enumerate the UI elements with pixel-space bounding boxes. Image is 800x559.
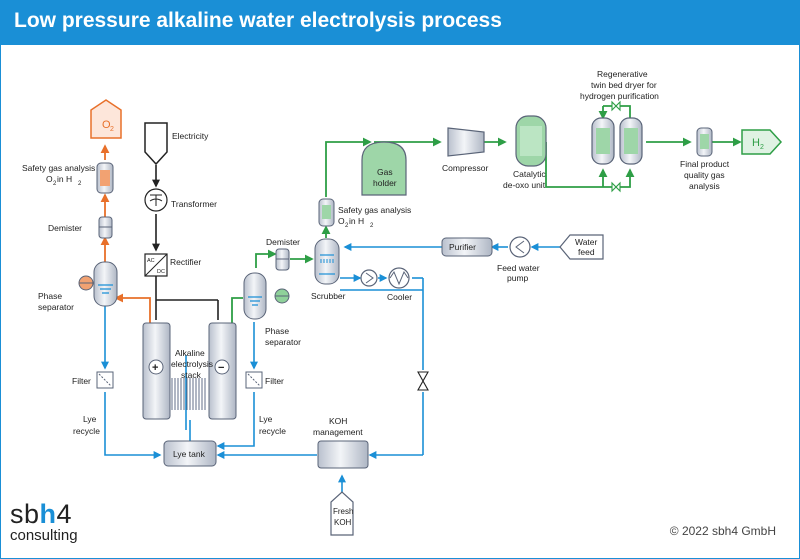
purifier: Purifier [441,237,493,257]
brand-logo: sbh4 consulting [10,499,78,544]
valve-icon [417,371,429,391]
filter-left: Filter Lye recycle [72,371,114,436]
safety-o2-line1: Safety gas analysis [22,163,95,173]
dryer-l2: twin bed dryer for [591,80,657,90]
rectifier-icon: AC DC Rectifier [144,253,201,277]
title-bar: Low pressure alkaline water electrolysis… [0,0,800,44]
deoxo-unit: Catalytic de-oxo unit [503,115,547,190]
svg-text:AC: AC [147,258,155,264]
stack-label-l1: Alkaline [175,348,205,358]
gas-holder-l2: holder [373,178,397,188]
fresh-koh-l2: KOH [334,518,352,527]
final-l1: Final product [680,159,730,169]
feed-pump-l2: pump [507,273,529,283]
final-quality-analyzer: Final product quality gas analysis [680,127,730,191]
koh-label-l1: KOH [329,416,347,426]
cooler-icon: Cooler [387,267,412,302]
safety-gas-analyzer-h2-side: Safety gas analysis O 2 in H 2 [318,198,411,229]
circulation-pump-icon [360,269,378,287]
scrubber-label: Scrubber [311,291,346,301]
hydrogen-outlet: H 2 [741,129,783,155]
feed-pump-l1: Feed water [497,263,540,273]
svg-text:2: 2 [345,223,349,229]
fresh-koh-inlet: Fresh KOH [330,491,354,536]
electricity-source: Electricity [144,122,209,166]
filter-right-label: Filter [265,376,284,386]
hydrogen-lines [231,105,742,323]
cathode-minus: − [218,362,224,374]
phase-sep-right-l2: separator [265,337,301,347]
h2-subscript: 2 [760,144,764,151]
demister-right: Demister [266,237,300,271]
dryer-valves [611,100,621,193]
svg-text:DC: DC [157,269,165,275]
phase-separator-left: Phase separator [38,261,118,312]
lye-tank: Lye tank [163,440,217,467]
svg-text:2: 2 [78,181,82,187]
demister-left-label: Demister [48,223,82,233]
compressor-icon: Compressor [442,127,488,173]
diagram-frame [0,44,800,559]
filter-left-label: Filter [72,376,91,386]
stack-label-l3: stack [181,370,202,380]
o2-label: O [102,119,111,131]
lye-recycle-right-l2: recycle [259,426,286,436]
deoxo-l1: Catalytic [513,169,546,179]
demister-left: Demister [48,216,113,239]
water-feed-l2: feed [578,247,595,257]
cooler-label: Cooler [387,292,412,302]
koh-management: KOH management [313,416,369,469]
electric-lines [152,165,219,320]
twin-bed-dryer: Regenerative twin bed dryer for hydrogen… [580,69,659,165]
compressor-label: Compressor [442,163,488,173]
purifier-label: Purifier [449,242,476,252]
feed-water-pump-icon: Feed water pump [497,236,540,283]
o2-subscript: 2 [110,126,114,133]
fresh-koh-l1: Fresh [333,507,353,516]
phase-sep-right-l1: Phase [265,326,289,336]
dryer-l3: hydrogen purification [580,91,659,101]
water-feed-inlet: Water feed [559,234,604,260]
filter-right: Filter Lye recycle [245,371,286,436]
demister-right-label: Demister [266,237,300,247]
page-title: Low pressure alkaline water electrolysis… [14,9,502,32]
lye-recycle-right-l1: Lye [259,414,273,424]
svg-text:in H: in H [57,174,72,184]
electrolysis-stack: + − Alkaline electrolysis stack [142,322,237,420]
lye-recycle-left-l1: Lye [83,414,97,424]
rectifier-label: Rectifier [170,257,201,267]
phase-sep-left-l1: Phase [38,291,62,301]
gas-holder-l1: Gas [377,167,393,177]
svg-text:2: 2 [53,181,57,187]
dryer-l1: Regenerative [597,69,648,79]
transformer-label: Transformer [171,199,217,209]
phase-sep-left-l2: separator [38,302,74,312]
safety-gas-analyzer-o2-side: Safety gas analysis O 2 in H 2 [22,162,114,194]
svg-text:O: O [338,216,345,226]
lye-lines [101,243,560,492]
lye-recycle-left-l2: recycle [73,426,100,436]
water-feed-l1: Water [575,237,598,247]
svg-text:in H: in H [349,216,364,226]
final-l3: analysis [689,181,720,191]
lye-tank-label: Lye tank [173,449,206,459]
stack-label-l2: electrolysis [171,359,213,369]
safety-h2-line1: Safety gas analysis [338,205,411,215]
svg-text:2: 2 [370,223,374,229]
copyright-notice: © 2022 sbh4 GmbH [669,524,776,538]
scrubber: Scrubber [311,238,346,301]
safety-o2-line2: O [46,174,53,184]
transformer-icon: Transformer [144,188,217,212]
phase-separator-right: Phase separator [243,272,301,347]
h2-label: H [752,137,760,149]
oxygen-lines [100,144,151,323]
final-l2: quality gas [684,170,725,180]
anode-plus: + [152,362,158,374]
gas-holder: Gas holder [361,141,407,196]
electricity-label: Electricity [172,131,209,141]
koh-label-l2: management [313,427,363,437]
deoxo-l2: de-oxo unit [503,180,546,190]
oxygen-outlet: O 2 [90,99,122,139]
